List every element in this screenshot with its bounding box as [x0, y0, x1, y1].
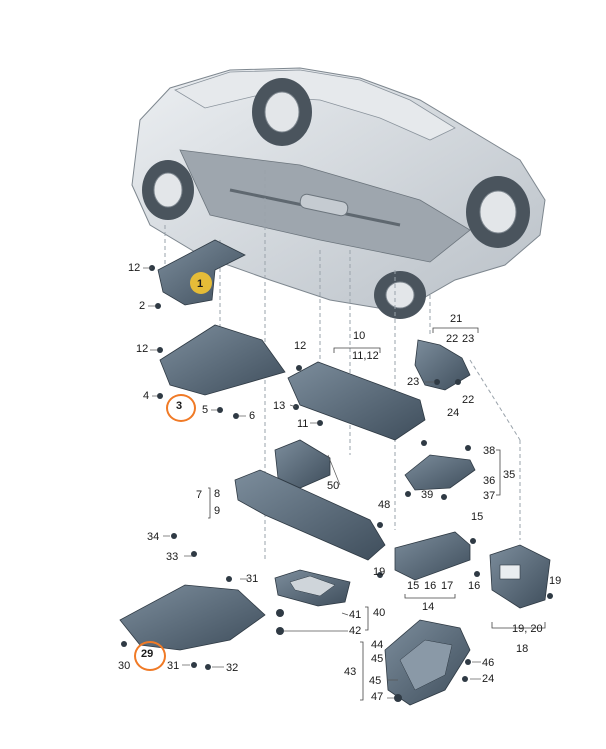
label-1[interactable]: 1	[197, 278, 204, 290]
label-33[interactable]: 33	[166, 551, 179, 563]
label-3[interactable]: 3	[176, 400, 183, 412]
label-32[interactable]: 32	[226, 662, 239, 674]
part-43-wheel-liner	[384, 619, 471, 706]
label-35[interactable]: 35	[503, 469, 516, 481]
label-50[interactable]: 50	[327, 480, 340, 492]
label-42[interactable]: 42	[349, 625, 362, 637]
label-8[interactable]: 8	[214, 488, 221, 500]
label-18[interactable]: 18	[516, 643, 529, 655]
label-4[interactable]: 4	[143, 390, 150, 402]
part-3-engine-guard	[159, 324, 286, 396]
label-2[interactable]: 2	[139, 300, 146, 312]
label-31[interactable]: 31	[246, 573, 259, 585]
label-11[interactable]: 11	[297, 418, 309, 430]
label-12[interactable]: 12	[136, 343, 149, 355]
label-44[interactable]: 44	[371, 639, 384, 651]
label-19-20[interactable]: 19, 20	[512, 623, 543, 635]
label-23[interactable]: 23	[407, 376, 420, 388]
label-8[interactable]: 48	[378, 499, 391, 511]
part-18-cover	[489, 544, 551, 609]
label-21[interactable]: 21	[450, 313, 463, 325]
label-13[interactable]: 13	[273, 400, 286, 412]
label-22[interactable]: 22	[462, 394, 475, 406]
label-9[interactable]: 9	[214, 505, 221, 517]
part-40-tray	[274, 569, 351, 607]
label-45[interactable]: 45	[371, 653, 384, 665]
label-14[interactable]: 14	[422, 601, 435, 613]
label-29[interactable]: 29	[141, 648, 154, 660]
label-10[interactable]: 10	[353, 330, 366, 342]
label-6[interactable]: 6	[249, 410, 256, 422]
label-46[interactable]: 46	[482, 657, 495, 669]
label-12[interactable]: 12	[294, 340, 307, 352]
wheel-front-left	[374, 271, 426, 319]
label-7[interactable]: 7	[196, 489, 203, 501]
wheel-rear-right	[142, 160, 194, 220]
label-11-12[interactable]: 11,12	[352, 350, 379, 362]
label-34[interactable]: 34	[147, 531, 160, 543]
label-22[interactable]: 22	[446, 333, 459, 345]
label-47[interactable]: 47	[371, 691, 384, 703]
highlight-ring-part-29	[134, 641, 166, 671]
wheel-rear-left	[252, 78, 312, 146]
label-31[interactable]: 31	[167, 660, 180, 672]
label-15[interactable]: 15	[471, 511, 484, 523]
part-7-tunnel-panel	[234, 469, 386, 561]
label-38[interactable]: 38	[483, 445, 496, 457]
label-16[interactable]: 16	[468, 580, 481, 592]
highlight-part-1	[190, 272, 212, 294]
label-15[interactable]: 15	[407, 580, 420, 592]
label-30[interactable]: 30	[118, 660, 131, 672]
highlight-ring-part-3	[166, 394, 196, 422]
label-43[interactable]: 43	[344, 666, 357, 678]
label-19[interactable]: 19	[549, 575, 562, 587]
label-39[interactable]: 39	[421, 489, 434, 501]
label-41[interactable]: 41	[349, 609, 362, 621]
label-37[interactable]: 37	[483, 490, 496, 502]
label-24[interactable]: 24	[447, 407, 460, 419]
label-40[interactable]: 40	[373, 607, 386, 619]
part-21-bracket	[414, 339, 471, 391]
part-35-cover	[404, 454, 476, 491]
car-underbody	[131, 67, 546, 319]
part-29-guard	[119, 584, 266, 651]
part-10-underbody-panel	[287, 361, 426, 441]
label-24[interactable]: 24	[482, 673, 495, 685]
bracket-lines	[208, 327, 546, 701]
part-14-side-trim	[394, 531, 471, 581]
label-17[interactable]: 17	[441, 580, 454, 592]
label-23[interactable]: 23	[462, 333, 475, 345]
label-9[interactable]: 19	[373, 566, 386, 578]
label-5[interactable]: 5	[202, 404, 209, 416]
label-16[interactable]: 16	[424, 580, 437, 592]
label-36[interactable]: 36	[483, 475, 496, 487]
label-12[interactable]: 12	[128, 262, 141, 274]
label-45[interactable]: 45	[369, 675, 382, 687]
connector-lines	[143, 267, 481, 699]
wheel-front-right	[466, 176, 530, 248]
